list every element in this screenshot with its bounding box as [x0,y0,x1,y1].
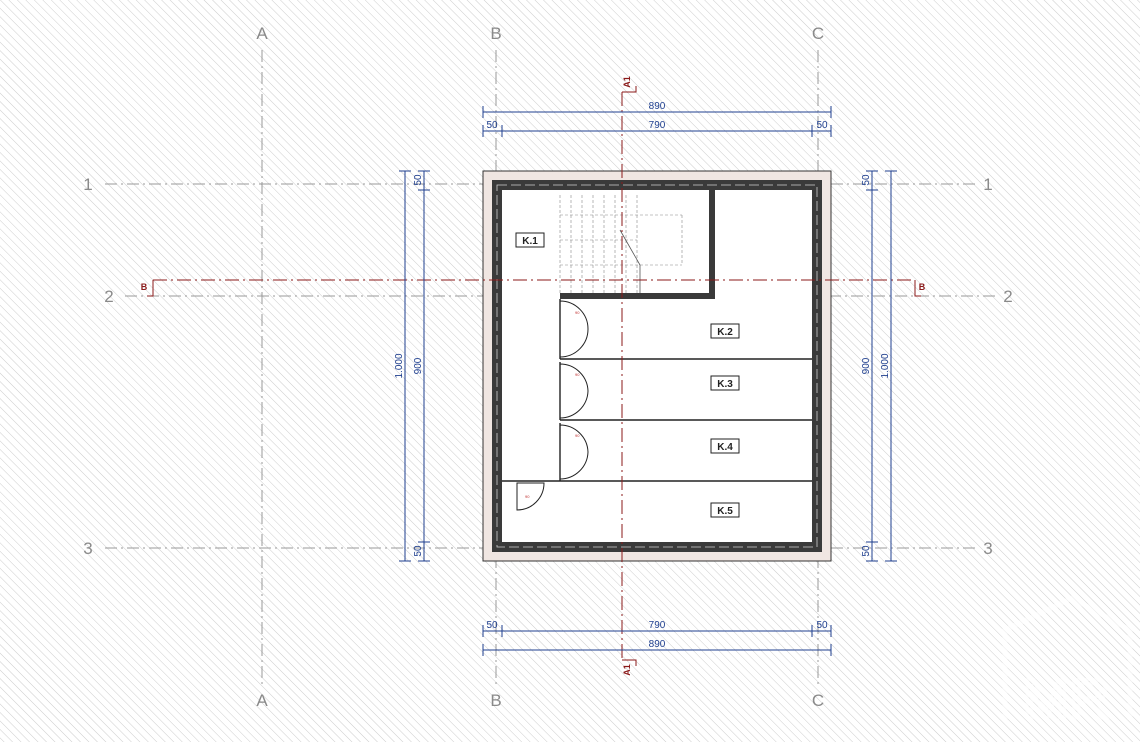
room-label-k4: K.4 [717,442,733,453]
dim-right-middle: 900 [861,357,872,374]
door-k3 [559,363,589,419]
grid-label-2-left: 2 [104,287,113,306]
dim-left-total: 1.000 [394,353,405,378]
door-label-k5: 90 [525,494,530,499]
door-k4 [559,424,589,480]
section-label-a1-bottom: A1 [622,664,632,676]
dim-left-side-bottom: 50 [413,545,424,557]
dim-top-side-right: 50 [816,120,828,131]
room-label-k1: K.1 [522,236,538,247]
dim-left-side-top: 50 [413,174,424,186]
room-tag-k1 [515,232,545,248]
dim-bottom-total: 890 [649,639,666,650]
room-tag-k2 [710,323,740,339]
dim-right-total: 1.000 [880,353,891,378]
door-label-k4: 90 [575,433,580,438]
room-labels: K.1 K.2 K.3 K.4 K.5 [515,232,740,518]
section-marker-a1-bottom [622,659,637,666]
building-interior [502,190,812,542]
doors [516,300,589,511]
door-label-k2: 90 [575,310,580,315]
dim-right-side-top: 50 [861,174,872,186]
section-lines [153,92,915,660]
stair-treads [559,195,683,293]
grid-label-a-top: A [256,24,268,43]
grid-label-1-left: 1 [83,175,92,194]
section-marker-b-left [147,280,154,297]
dim-top-total: 890 [649,101,666,112]
stair-wall-bottom [560,293,715,299]
room-tag-k5 [710,502,740,518]
dimension-lines [399,106,897,656]
room-tag-k4 [710,438,740,454]
grid-label-b-top: B [490,24,501,43]
section-marker-b-right [914,280,921,297]
watermark-logo: MR [1002,595,1133,732]
stair-wall-right [709,188,715,299]
section-labels: A1 A1 B B [141,76,926,676]
section-label-a1-top: A1 [622,76,632,88]
section-marker-a1-top [622,86,637,93]
grid-label-2-right: 2 [1003,287,1012,306]
dim-bottom-side-left: 50 [486,620,498,631]
room-label-k3: K.3 [717,379,733,390]
section-label-b-right: B [919,282,926,292]
dim-bottom-side-right: 50 [816,620,828,631]
grid-label-a-bottom: A [256,691,268,710]
door-labels: 90 90 90 90 [525,310,580,499]
logo-text: MR [1022,667,1109,730]
room-label-k5: K.5 [717,506,733,517]
grid-labels: A B C A B C 1 2 3 1 2 3 [83,24,1012,710]
door-label-k3: 90 [575,372,580,377]
section-label-b-left: B [141,282,148,292]
logo-house-outline [1002,595,1133,720]
grid-label-c-bottom: C [812,691,824,710]
grid-label-1-right: 1 [983,175,992,194]
stair-direction-arrow [619,229,641,293]
dim-top-middle: 790 [649,120,666,131]
grid-label-3-right: 3 [983,539,992,558]
grid-label-c-top: C [812,24,824,43]
room-tag-k3 [710,375,740,391]
door-k2 [559,300,589,358]
stair-enclosure [559,188,715,299]
grid-label-b-bottom: B [490,691,501,710]
door-k5 [516,482,545,511]
dim-right-side-bottom: 50 [861,545,872,557]
dimension-texts: 890 50 790 50 50 790 50 890 1.000 900 50… [394,101,891,650]
dim-left-middle: 900 [413,357,424,374]
section-markers [147,86,921,666]
grid-label-3-left: 3 [83,539,92,558]
dim-top-side-left: 50 [486,120,498,131]
wall-insulation-line [496,184,818,548]
dim-bottom-middle: 790 [649,620,666,631]
room-label-k2: K.2 [717,327,733,338]
